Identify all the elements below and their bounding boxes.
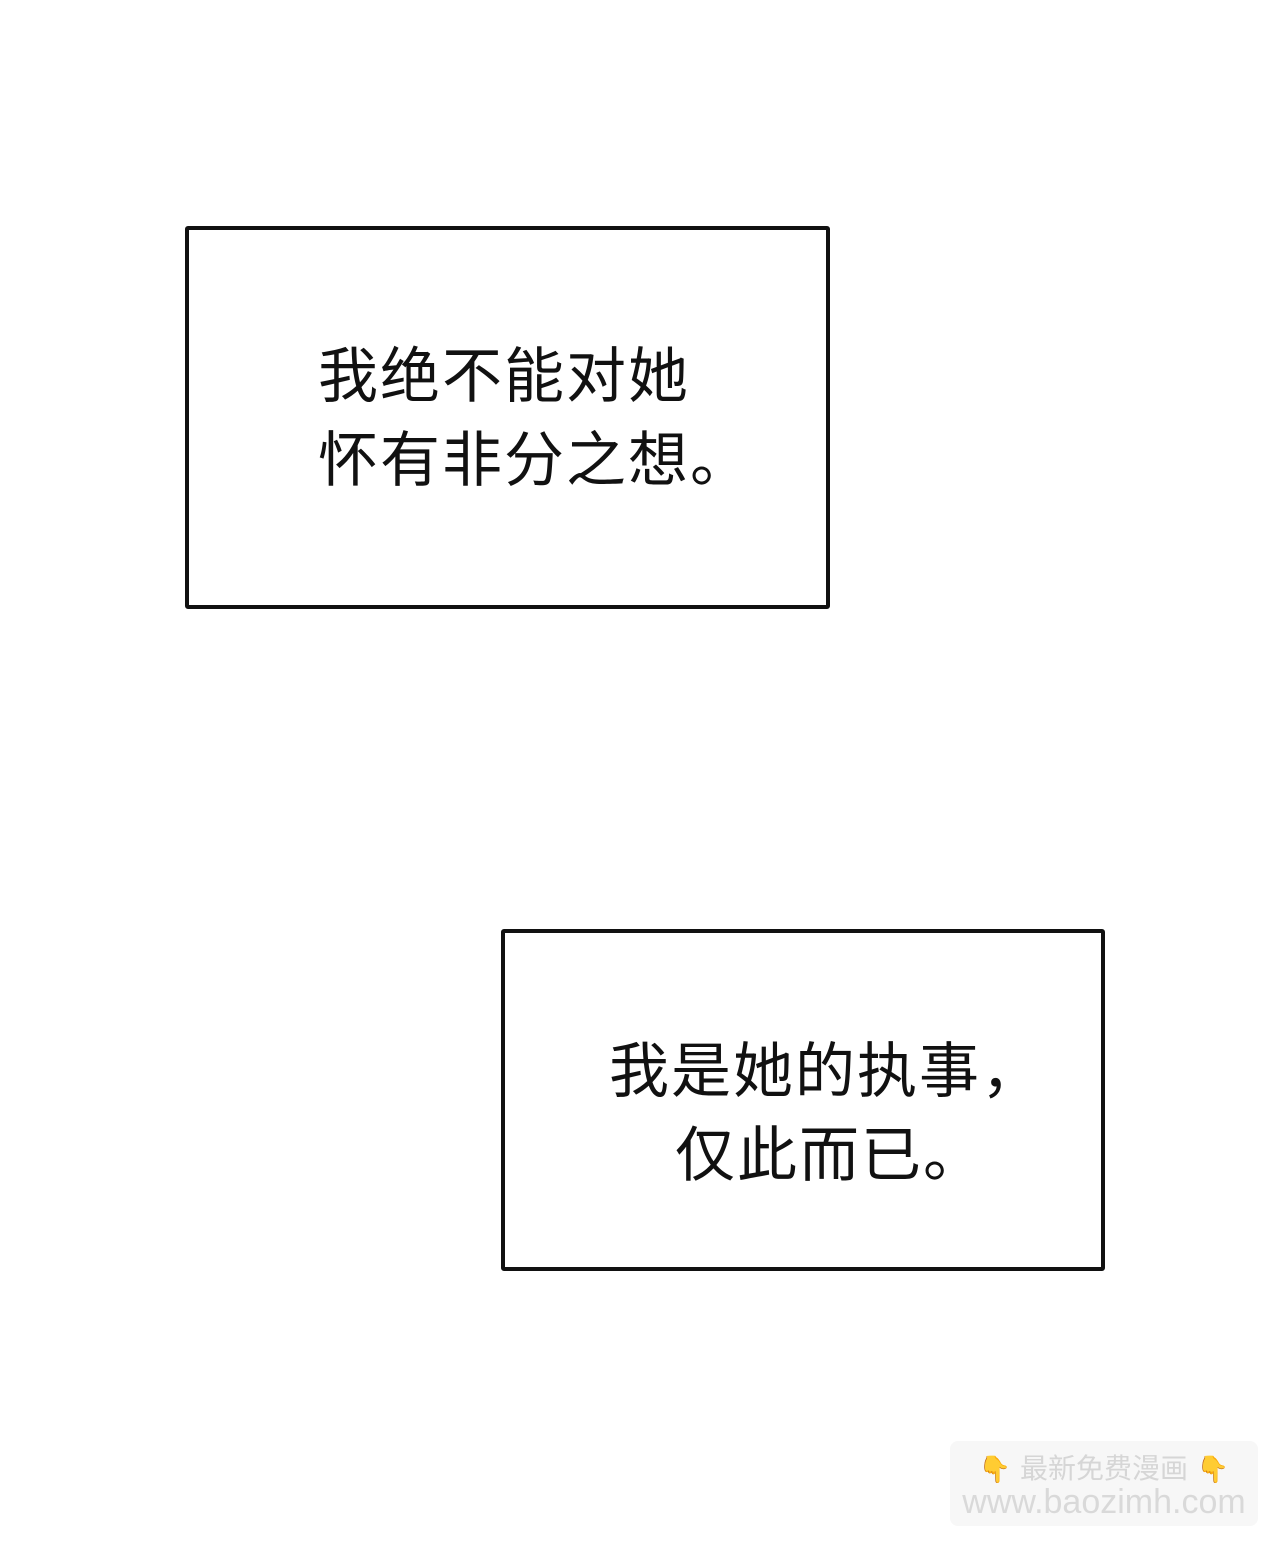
caption-box-2: 我是她的执事， 仅此而已。: [501, 929, 1105, 1271]
caption-text: 我是她的执事， 仅此而已。: [609, 1030, 1043, 1198]
caption-line: 我绝不能对她: [318, 342, 690, 412]
watermark-title-row: 👇 最新免费漫画 👇: [950, 1447, 1258, 1487]
caption-box-1: 我绝不能对她 怀有非分之想。: [185, 226, 830, 609]
watermark-url[interactable]: www.baozimh.com: [962, 1483, 1246, 1521]
watermark-badge[interactable]: 👇 最新免费漫画 👇 www.baozimh.com: [950, 1441, 1258, 1526]
pointing-down-hand-icon: 👇: [978, 1455, 1012, 1485]
caption-line: 我是她的执事，: [609, 1037, 1043, 1107]
caption-line: 怀有非分之想。: [318, 426, 752, 496]
caption-line: 仅此而已。: [675, 1121, 985, 1191]
pointing-down-hand-icon: 👇: [1196, 1455, 1230, 1485]
caption-text: 我绝不能对她 怀有非分之想。: [318, 335, 752, 503]
watermark-title: 最新免费漫画: [1019, 1452, 1188, 1485]
